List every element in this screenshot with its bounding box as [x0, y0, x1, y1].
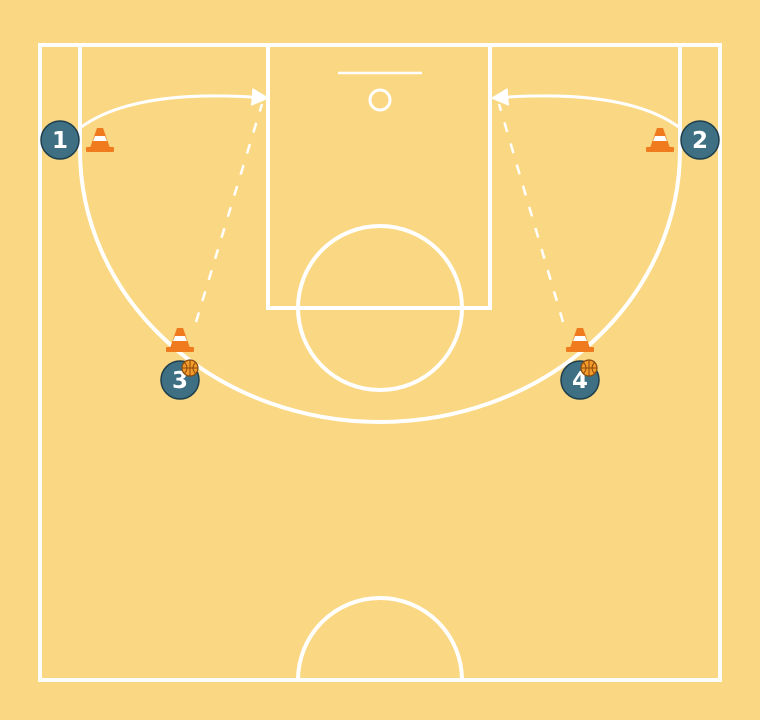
- cut-arrow-player-2: [490, 87, 681, 130]
- free-throw-circle-top: [296, 224, 464, 309]
- basketball-icon: [580, 359, 598, 377]
- player-2-label: 2: [692, 128, 708, 154]
- player-1-label: 1: [52, 128, 68, 154]
- basketball-icon: [181, 359, 199, 377]
- key-paint: [266, 43, 492, 310]
- free-throw-circle-bottom: [296, 307, 464, 392]
- player-1: 1: [40, 120, 80, 160]
- center-circle: [296, 596, 464, 681]
- cone-icon: [86, 128, 114, 152]
- cone-icon: [566, 328, 594, 352]
- cut-arrow-player-1: [79, 87, 270, 130]
- pass-line-4-to-2: [497, 103, 565, 323]
- player-2: 2: [680, 120, 720, 160]
- court-lines: [38, 43, 722, 682]
- player-4: 4: [560, 359, 600, 400]
- player-3-label: 3: [172, 368, 188, 394]
- hoop: [368, 88, 392, 112]
- three-point-arc: [78, 149, 682, 424]
- player-3: 3: [160, 359, 200, 400]
- cone-icon: [646, 128, 674, 152]
- pass-line-3-to-1: [194, 103, 264, 323]
- cone-icon: [166, 328, 194, 352]
